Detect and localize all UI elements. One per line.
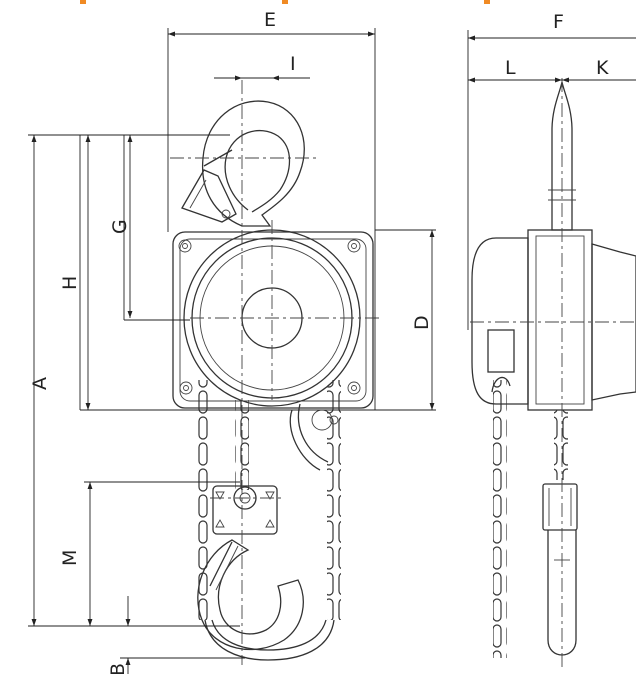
front-view	[170, 80, 380, 665]
dim-label-a: A	[29, 377, 51, 390]
bottom-hook	[197, 539, 304, 651]
dim-label-b: B	[107, 663, 129, 674]
side-view-dimensions: F L K	[467, 11, 636, 330]
dim-label-g: G	[109, 219, 131, 234]
dim-label-i: I	[290, 53, 296, 75]
dim-label-l: L	[505, 57, 516, 79]
housing-bolt	[347, 381, 361, 395]
top-accent-marks	[80, 0, 490, 4]
side-view	[470, 78, 636, 670]
hand-chain	[198, 380, 341, 661]
load-chain	[235, 400, 339, 490]
housing-bolt	[179, 381, 193, 395]
dim-label-h: H	[59, 276, 81, 290]
top-hook	[181, 100, 305, 227]
bottom-block	[212, 485, 278, 535]
housing-bolt	[178, 239, 192, 253]
dim-label-e: E	[264, 9, 276, 31]
dim-label-m: M	[59, 550, 81, 566]
housing-bolt	[347, 239, 361, 253]
front-view-dimensions: E I A H G D M B	[28, 9, 436, 674]
dim-label-d: D	[411, 315, 433, 330]
dim-label-f: F	[553, 11, 564, 33]
dim-label-k: K	[596, 57, 609, 79]
